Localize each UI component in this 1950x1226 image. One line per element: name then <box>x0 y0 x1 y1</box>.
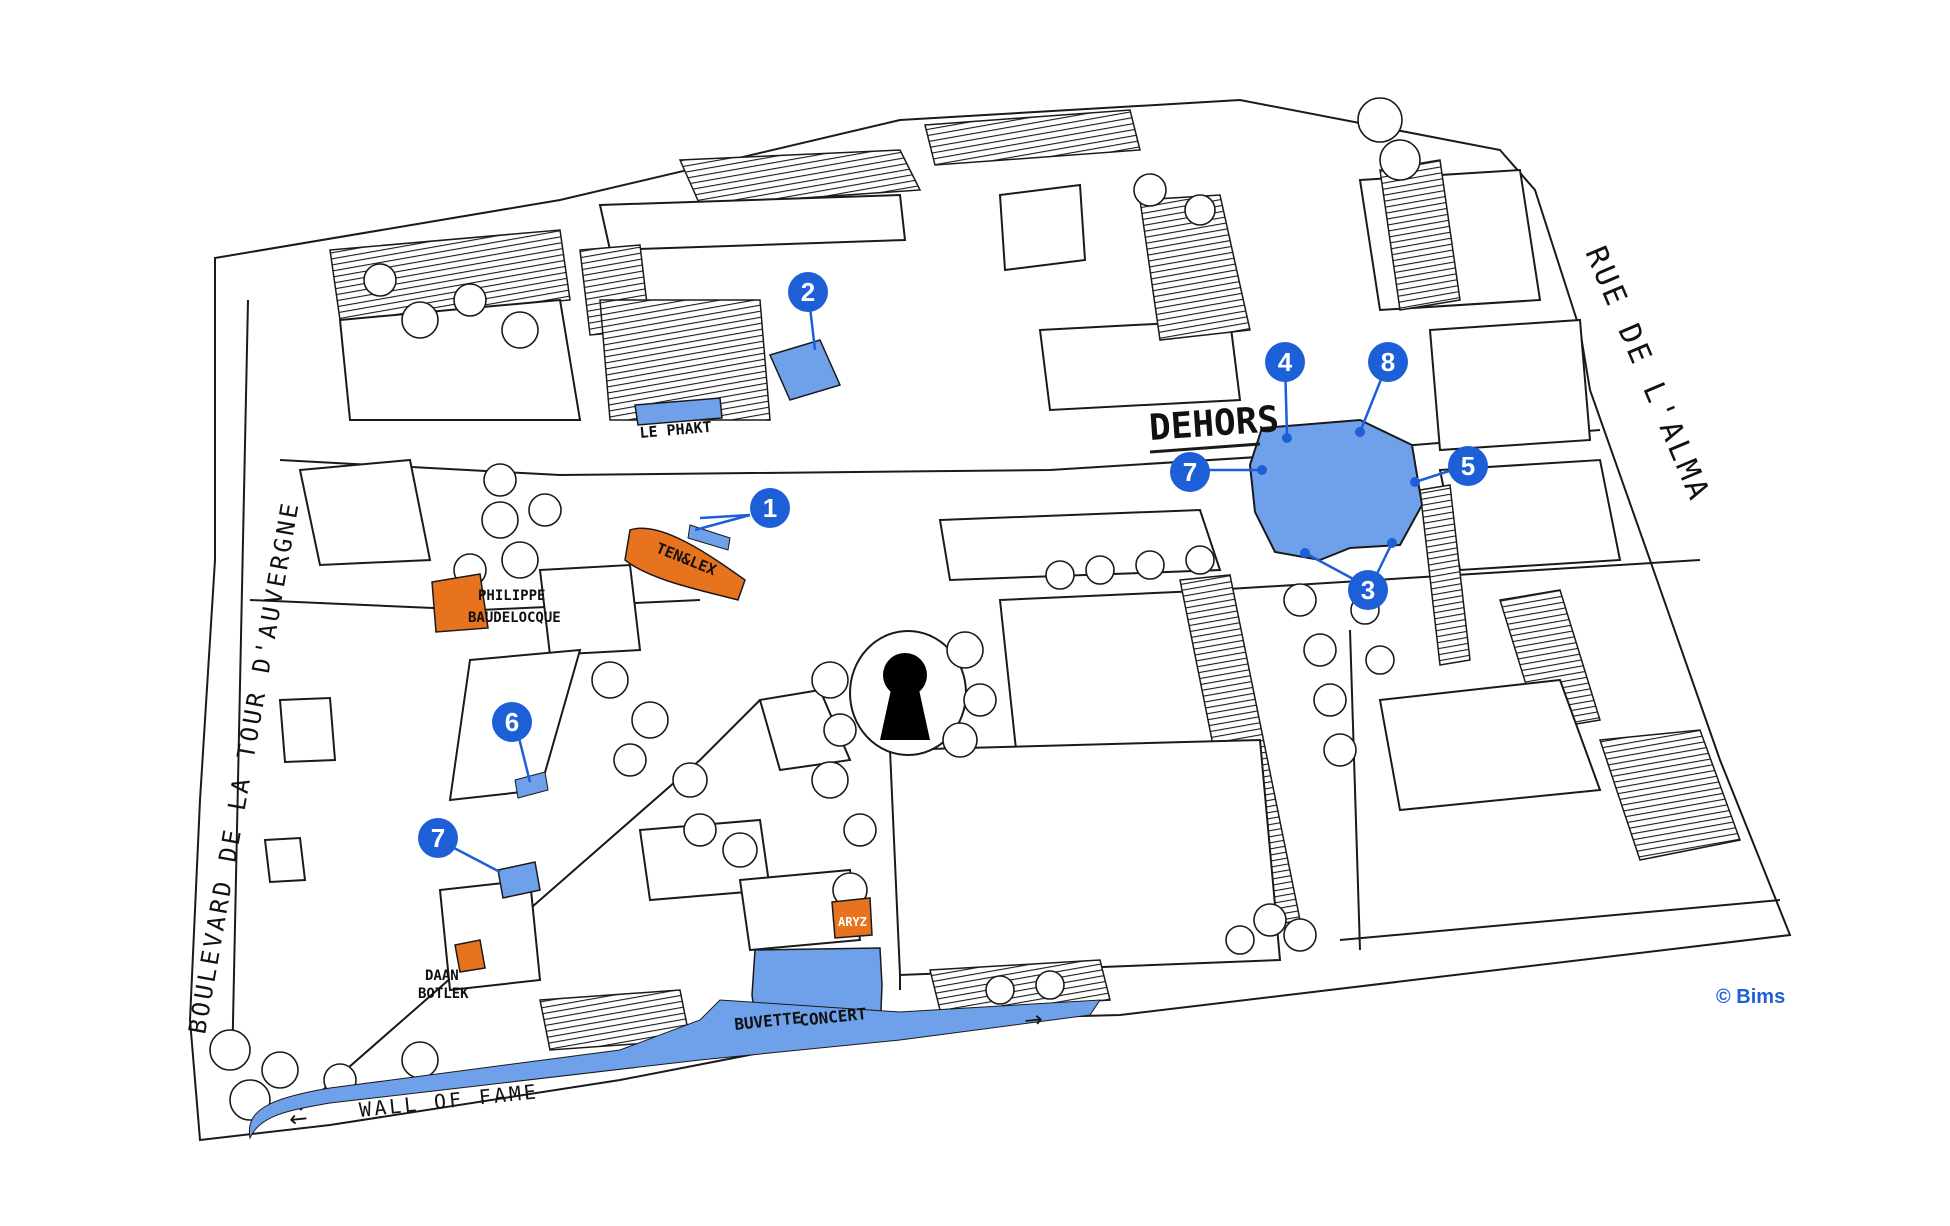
keyhole-monument <box>849 630 967 756</box>
marker-1[interactable]: 1 <box>750 488 790 528</box>
dehors-label: DEHORS <box>1148 399 1281 449</box>
wall-of-fame-strip <box>248 999 1101 1140</box>
highlight-areas <box>248 339 1424 1140</box>
marker-7-building <box>497 861 541 899</box>
markers: 1 2 3 4 5 6 7 7 <box>418 272 1488 858</box>
svg-text:4: 4 <box>1278 347 1293 377</box>
marker-2[interactable]: 2 <box>788 272 828 312</box>
svg-text:6: 6 <box>505 707 519 737</box>
svg-text:3: 3 <box>1361 575 1375 605</box>
svg-text:8: 8 <box>1381 347 1395 377</box>
left-arrow-icon: ← <box>288 1106 309 1133</box>
le-phakt-building <box>634 397 723 426</box>
marker-7b[interactable]: 7 <box>418 818 458 858</box>
baudelocque-building <box>431 573 489 633</box>
marker-7a[interactable]: 7 <box>1170 452 1210 492</box>
dehors-building <box>1248 418 1424 562</box>
svg-text:7: 7 <box>431 823 445 853</box>
svg-text:2: 2 <box>801 277 815 307</box>
ten-lex-wall <box>624 527 746 601</box>
marker-8[interactable]: 8 <box>1368 342 1408 382</box>
svg-text:5: 5 <box>1461 451 1475 481</box>
daan-botlek-wall <box>454 939 486 973</box>
botlek-label: BOTLEK <box>418 986 469 1002</box>
buildings <box>263 109 1742 1051</box>
marker-6[interactable]: 6 <box>492 702 532 742</box>
aryz-label: ARYZ <box>838 915 867 929</box>
right-arrow-icon: → <box>1023 1007 1044 1034</box>
svg-text:7: 7 <box>1183 457 1197 487</box>
svg-text:1: 1 <box>763 493 777 523</box>
philippe-label: PHILIPPE <box>478 588 545 604</box>
marker-5[interactable]: 5 <box>1448 446 1488 486</box>
marker-6-wall <box>514 771 549 799</box>
marker-1-wall <box>687 524 731 551</box>
marker-4[interactable]: 4 <box>1265 342 1305 382</box>
aryz-wall <box>831 897 873 939</box>
baudelocque-label: BAUDELOCQUE <box>468 610 561 626</box>
daan-label: DAAN <box>425 968 459 984</box>
map-credit: © Bims <box>1716 986 1786 1008</box>
marker-3[interactable]: 3 <box>1348 570 1388 610</box>
marker-2-building <box>768 339 842 401</box>
